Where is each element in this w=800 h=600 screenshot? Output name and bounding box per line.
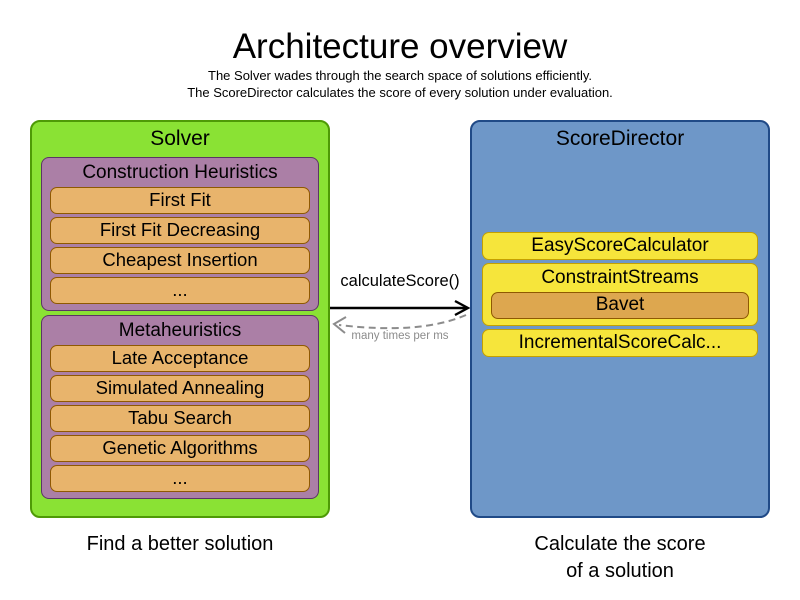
- score-director-box: ScoreDirector EasyScoreCalculator Constr…: [470, 120, 770, 518]
- constraint-streams-label: ConstraintStreams: [541, 267, 699, 288]
- construction-heuristics-group: Construction Heuristics First Fit First …: [41, 157, 319, 311]
- calculator-list: EasyScoreCalculator ConstraintStreams Ba…: [482, 232, 758, 360]
- many-times-return-arrow: [332, 314, 467, 334]
- calculate-score-arrow-label: calculateScore(): [340, 272, 460, 290]
- score-director-caption-line1: Calculate the score: [534, 533, 706, 555]
- page-title: Architecture overview: [232, 27, 568, 66]
- algorithm-simulated-annealing: Simulated Annealing: [50, 375, 310, 402]
- subtitle-line-2: The ScoreDirector calculates the score o…: [187, 85, 613, 100]
- algorithm-more-construction: ...: [50, 277, 310, 304]
- bavet-engine: Bavet: [491, 292, 749, 319]
- metaheuristics-title: Metaheuristics: [118, 320, 242, 341]
- algorithm-late-acceptance: Late Acceptance: [50, 345, 310, 372]
- calculate-score-arrow: [330, 299, 470, 317]
- score-director-title: ScoreDirector: [555, 127, 685, 150]
- algorithm-first-fit-decreasing: First Fit Decreasing: [50, 217, 310, 244]
- calculator-easy-score: EasyScoreCalculator: [482, 232, 758, 260]
- many-times-per-ms-label: many times per ms: [351, 330, 449, 342]
- algorithm-more-metaheuristics: ...: [50, 465, 310, 492]
- call-and-return-arrows: [330, 299, 470, 334]
- algorithm-cheapest-insertion: Cheapest Insertion: [50, 247, 310, 274]
- algorithm-tabu-search: Tabu Search: [50, 405, 310, 432]
- subtitle-line-1: The Solver wades through the search spac…: [208, 68, 592, 83]
- calculator-incremental-score: IncrementalScoreCalc...: [482, 329, 758, 357]
- algorithm-genetic-algorithms: Genetic Algorithms: [50, 435, 310, 462]
- solver-box: Solver Construction Heuristics First Fit…: [30, 120, 330, 518]
- algorithm-first-fit: First Fit: [50, 187, 310, 214]
- score-director-caption: Calculate the score of a solution: [470, 531, 770, 585]
- solver-title: Solver: [150, 127, 210, 150]
- score-director-caption-line2: of a solution: [566, 560, 674, 582]
- calculator-constraint-streams: ConstraintStreams Bavet: [482, 263, 758, 326]
- metaheuristics-group: Metaheuristics Late Acceptance Simulated…: [41, 315, 319, 499]
- construction-heuristics-title: Construction Heuristics: [82, 162, 278, 183]
- solver-caption: Find a better solution: [86, 533, 274, 555]
